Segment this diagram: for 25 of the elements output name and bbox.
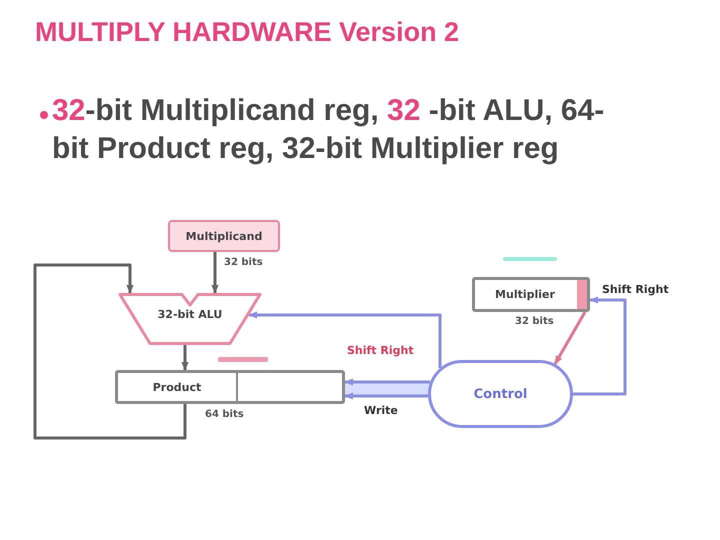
slide-title: MULTIPLY HARDWARE Version 2 — [35, 17, 460, 48]
bullet-text: 32-bit Multiplicand reg, 32-bit ALU, 64-bit Product reg, 32-bit Multiplier reg — [52, 93, 606, 167]
register-box — [472, 277, 590, 312]
connector-arrow — [34, 264, 186, 440]
control-label: Control — [474, 386, 528, 402]
register-label: Product — [152, 380, 202, 394]
register-label: Multiplier — [494, 288, 556, 301]
register-label: Multiplicand — [186, 230, 262, 242]
connector-arrow — [211, 252, 219, 294]
register-box — [168, 220, 280, 252]
connector-arrow — [248, 311, 442, 368]
alu-shape — [118, 293, 262, 345]
signal-label: Shift Right — [345, 344, 416, 357]
connector-arrow — [344, 392, 428, 400]
connector-arrow — [554, 311, 586, 365]
connector-arrow — [573, 296, 626, 396]
alu-label: 32-bit ALU — [156, 308, 224, 321]
connector-arrow — [181, 345, 189, 371]
bit-width-label: 32 bits — [515, 316, 554, 327]
connector-arrow — [344, 378, 430, 386]
bit-width-label: 64 bits — [205, 409, 244, 420]
signal-label: Write — [362, 404, 400, 417]
bit-width-label: 32 bits — [224, 257, 263, 268]
signal-label: Shift Right — [600, 283, 671, 296]
register-box — [115, 370, 345, 404]
